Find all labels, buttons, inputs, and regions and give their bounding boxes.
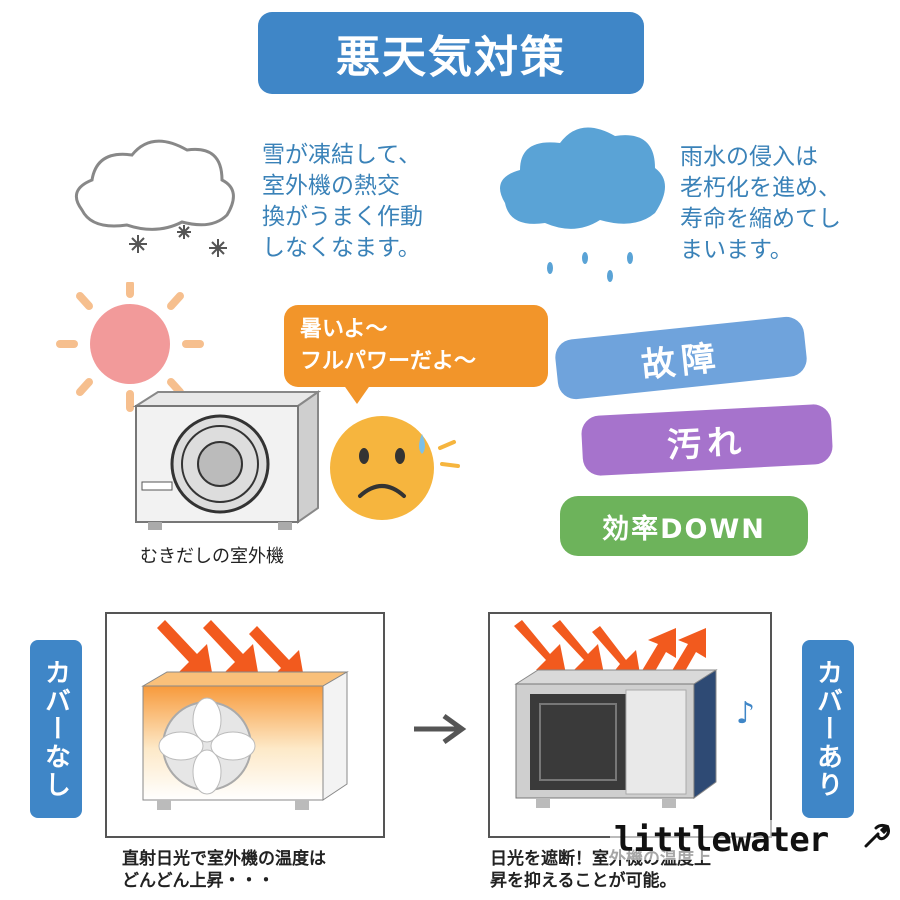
rain-cloud-icon: [500, 127, 665, 282]
sad-face-icon: [330, 416, 460, 520]
arrow-right-icon: [414, 713, 467, 745]
snowflake-icon: [129, 225, 227, 257]
tag-dirt: 汚れ: [580, 403, 834, 477]
caption-without-cover: 直射日光で室外機の温度は どんどん上昇・・・: [122, 849, 326, 891]
tag-breakdown: 故障: [553, 315, 809, 401]
snow-description: 雪が凍結して、 室外機の熱交 換がうまく作動 しなくなます。: [262, 142, 423, 261]
bare-unit-caption: むきだしの室外機: [140, 546, 284, 567]
label-with-cover: カバーあり: [802, 640, 854, 818]
label-without-cover: カバーなし: [30, 640, 82, 818]
sun-icon: [56, 282, 204, 412]
page-title: 悪天気対策: [258, 12, 644, 94]
brand-logo: littlewater: [610, 820, 833, 860]
speech-bubble: 暑いよ～ フルパワーだよ～: [284, 305, 548, 387]
unit-with-cover-image: [514, 620, 718, 808]
wrench-icon: [864, 823, 890, 848]
panel-with-cover: [488, 612, 772, 838]
tag-efficiency: 効率DOWN: [560, 496, 808, 556]
speech-bubble-tail: [343, 384, 371, 404]
cloud-icon: [74, 139, 235, 231]
panel-without-cover: [105, 612, 385, 838]
rain-description: 雨水の侵入は 老朽化を進め、 寿命を縮めてし まいます。: [680, 144, 841, 263]
outdoor-unit-image: [132, 390, 322, 530]
unit-without-cover-image: [141, 620, 349, 810]
music-note-icon: ♪: [736, 696, 756, 731]
